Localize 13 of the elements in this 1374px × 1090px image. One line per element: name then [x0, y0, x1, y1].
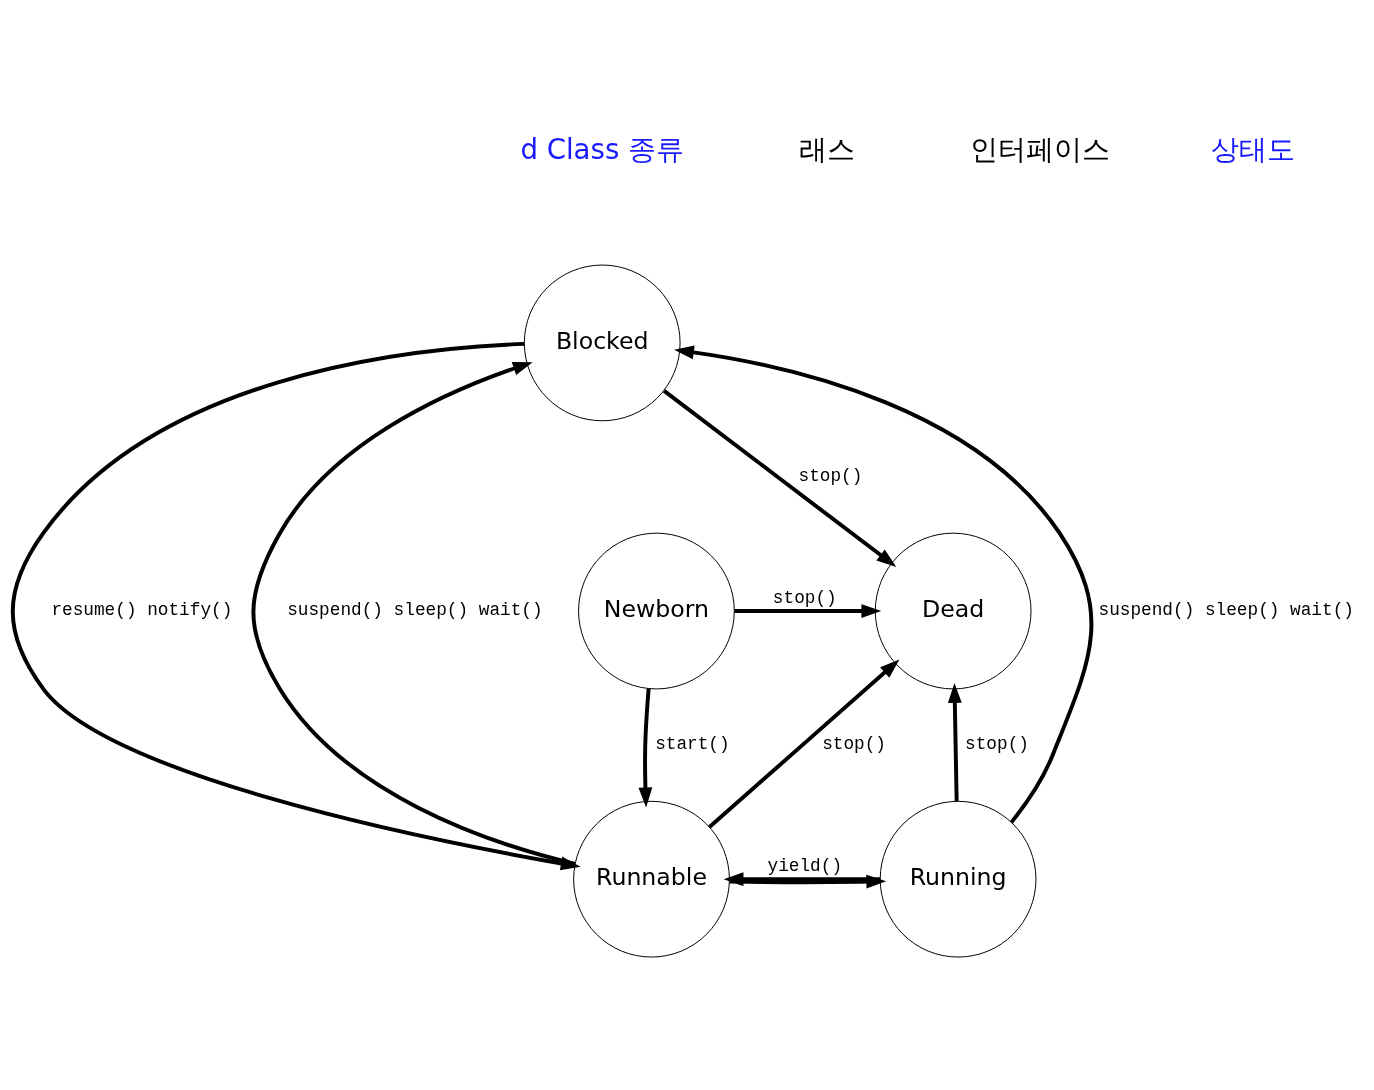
edge-label: stop() — [822, 734, 887, 755]
edge-label: stop() — [772, 587, 837, 608]
label: 상태도 — [1210, 132, 1295, 166]
edge-label: resume() notify() — [51, 600, 233, 621]
edge-label: suspend() sleep() wait() — [287, 600, 543, 621]
edge-label: yield() — [767, 855, 843, 876]
edge-label: suspend() sleep() wait() — [1098, 600, 1354, 621]
label: d Class 종류 — [520, 132, 685, 166]
edge-label: start() — [655, 734, 730, 755]
edge-label: stop() — [798, 466, 863, 487]
label: 인터페이스 — [969, 132, 1110, 166]
label: 래스 — [798, 132, 855, 166]
edge-label: stop() — [965, 734, 1029, 755]
